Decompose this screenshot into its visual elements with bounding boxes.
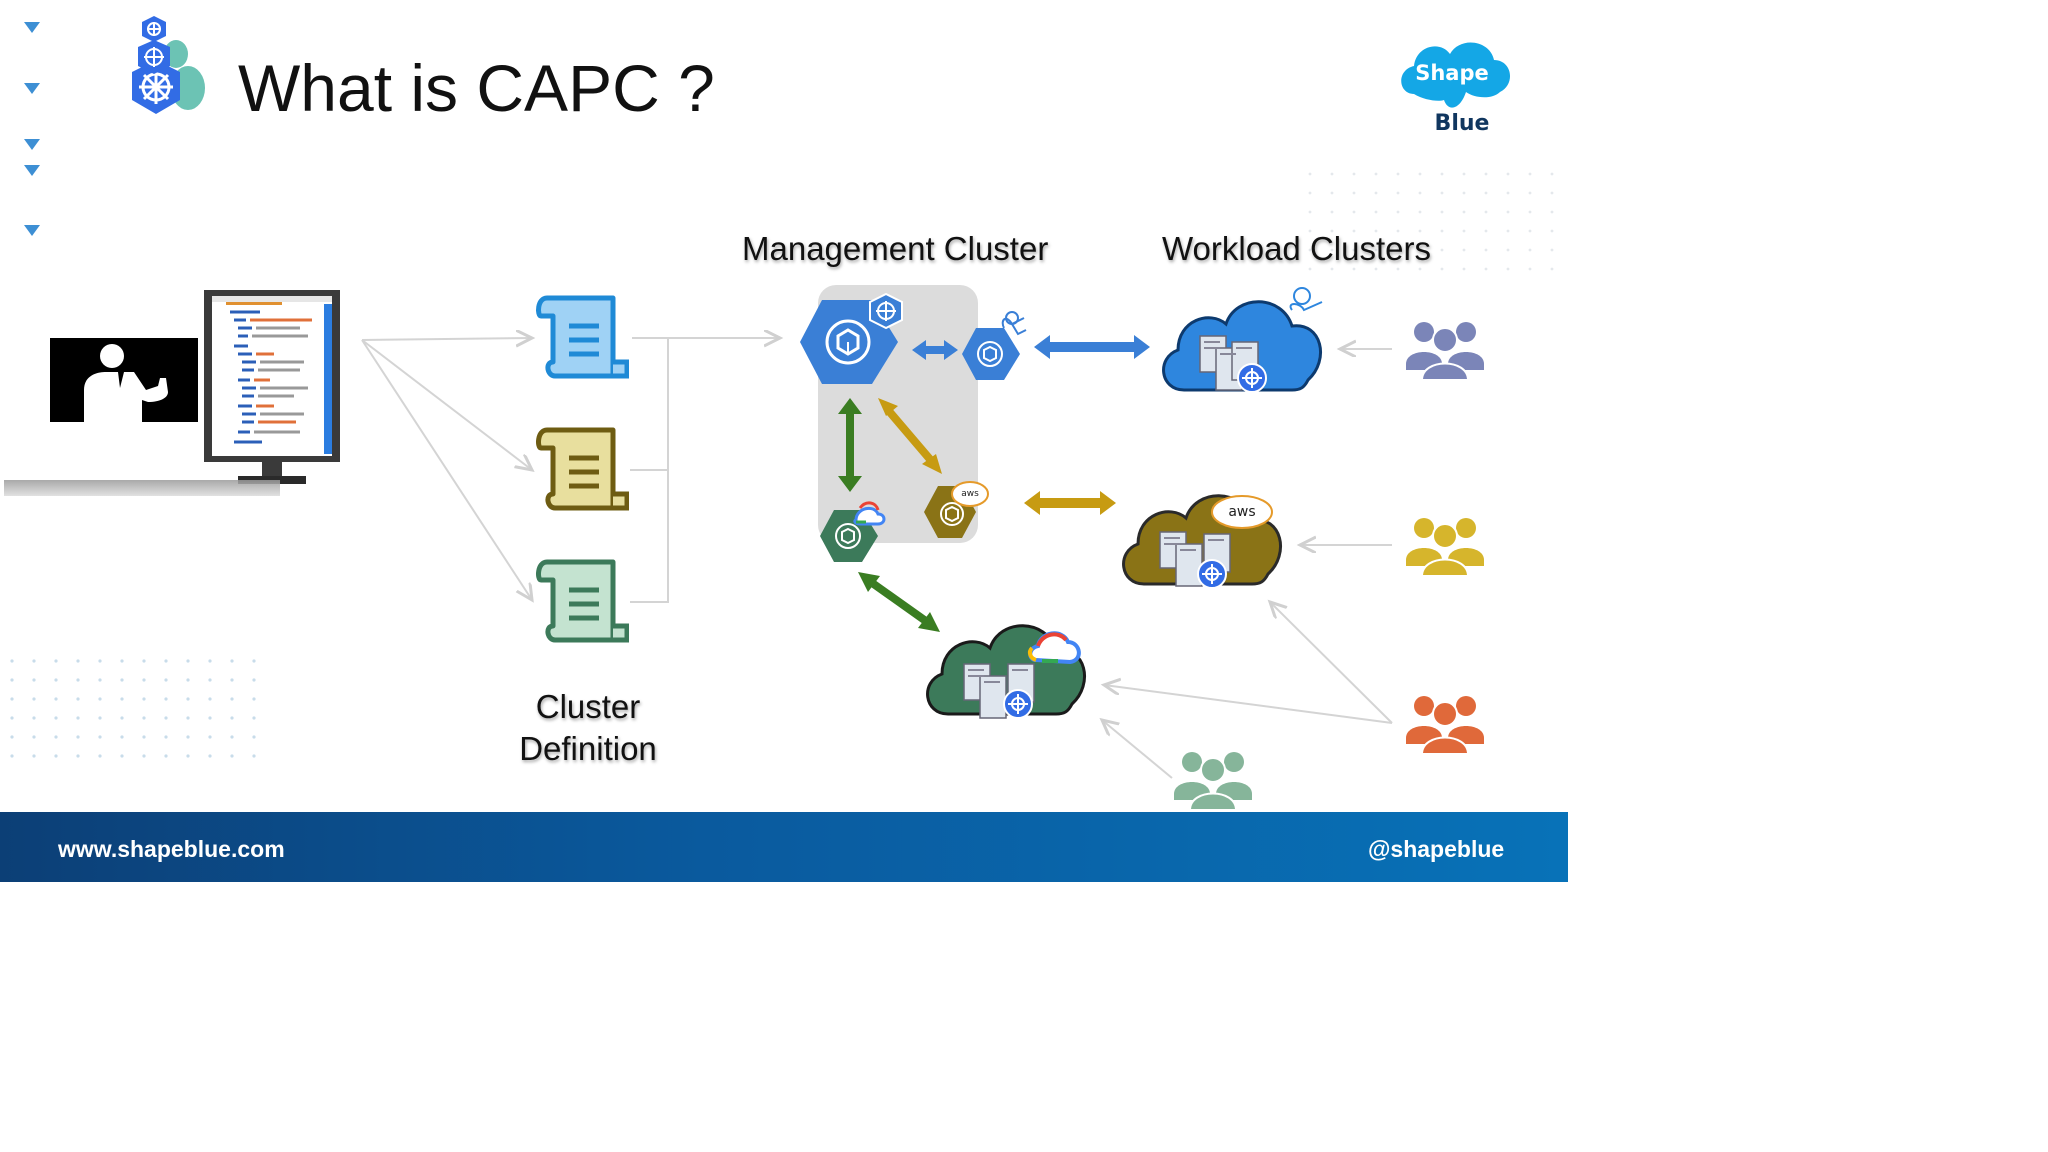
aws-icon: aws xyxy=(951,481,989,507)
blue-bidirectional-arrow xyxy=(912,340,958,360)
green-vertical-arrow xyxy=(838,398,862,492)
logo-line1: Shape xyxy=(1415,61,1489,85)
slide-title: What is CAPC ? xyxy=(238,51,715,125)
connector-lines xyxy=(361,0,1393,779)
cluster-definition-line1: Cluster xyxy=(535,688,641,725)
gold-diagonal-arrow xyxy=(878,398,942,474)
cluster-definition-line2: Definition xyxy=(519,730,657,767)
scroll-icon-green xyxy=(536,559,629,643)
kubernetes-icon xyxy=(1237,363,1267,393)
cloud-icon-green xyxy=(926,624,1087,719)
cluster-api-icon-small-blue xyxy=(962,328,1020,380)
green-diagonal-arrow xyxy=(858,572,940,632)
users-icon-teal xyxy=(1174,752,1252,810)
kubernetes-icon xyxy=(1197,559,1227,589)
users-icon-purple xyxy=(1406,322,1484,380)
desk-shadow xyxy=(4,480,280,496)
blue-bidirectional-arrow-long xyxy=(1034,335,1150,359)
footer-twitter-handle[interactable]: @shapeblue xyxy=(1368,836,1505,862)
bullet-icon xyxy=(24,22,40,33)
kubernetes-badge-icon xyxy=(869,292,903,330)
cloud-icon-blue xyxy=(1162,287,1323,393)
google-cloud-icon xyxy=(853,501,886,526)
bullet-icon xyxy=(24,83,40,94)
dot-grid-decoration xyxy=(0,655,270,765)
presenter-icon xyxy=(50,338,198,422)
monitor-icon xyxy=(204,290,340,484)
management-cluster-header: Management Cluster xyxy=(742,230,1049,267)
shapeblue-logo: Shape Blue xyxy=(1401,42,1511,136)
bullet-icon xyxy=(24,225,40,236)
scroll-icon-blue xyxy=(536,295,629,379)
users-icon-orange xyxy=(1406,696,1484,754)
aws-small-label: aws xyxy=(961,489,979,499)
gold-bidirectional-arrow xyxy=(1024,491,1116,515)
cloud-icon-olive: aws xyxy=(1122,494,1283,589)
bullet-icon xyxy=(24,165,40,176)
kubernetes-turtles-icon xyxy=(132,16,205,114)
footer-bar xyxy=(0,812,1568,882)
google-cloud-icon xyxy=(1027,631,1081,665)
cloudstack-monkey-icon xyxy=(1001,311,1027,336)
workload-clusters-header: Workload Clusters xyxy=(1162,230,1431,267)
cloudstack-monkey-icon xyxy=(1289,287,1323,312)
footer-website-link[interactable]: www.shapeblue.com xyxy=(58,836,285,862)
cluster-definition-label: Cluster Definition xyxy=(470,686,706,770)
workload-arrows xyxy=(1024,335,1150,515)
aws-icon: aws xyxy=(1211,495,1273,529)
logo-line2: Blue xyxy=(1435,111,1490,136)
bullet-icon xyxy=(24,139,40,150)
kubernetes-icon xyxy=(1003,689,1033,719)
dot-grid-decoration xyxy=(1298,168,1568,278)
management-cluster-diagram: aws xyxy=(800,292,1027,562)
users-icon-gold xyxy=(1406,518,1484,576)
aws-large-label: aws xyxy=(1228,504,1255,520)
scroll-icon-olive xyxy=(536,427,629,511)
